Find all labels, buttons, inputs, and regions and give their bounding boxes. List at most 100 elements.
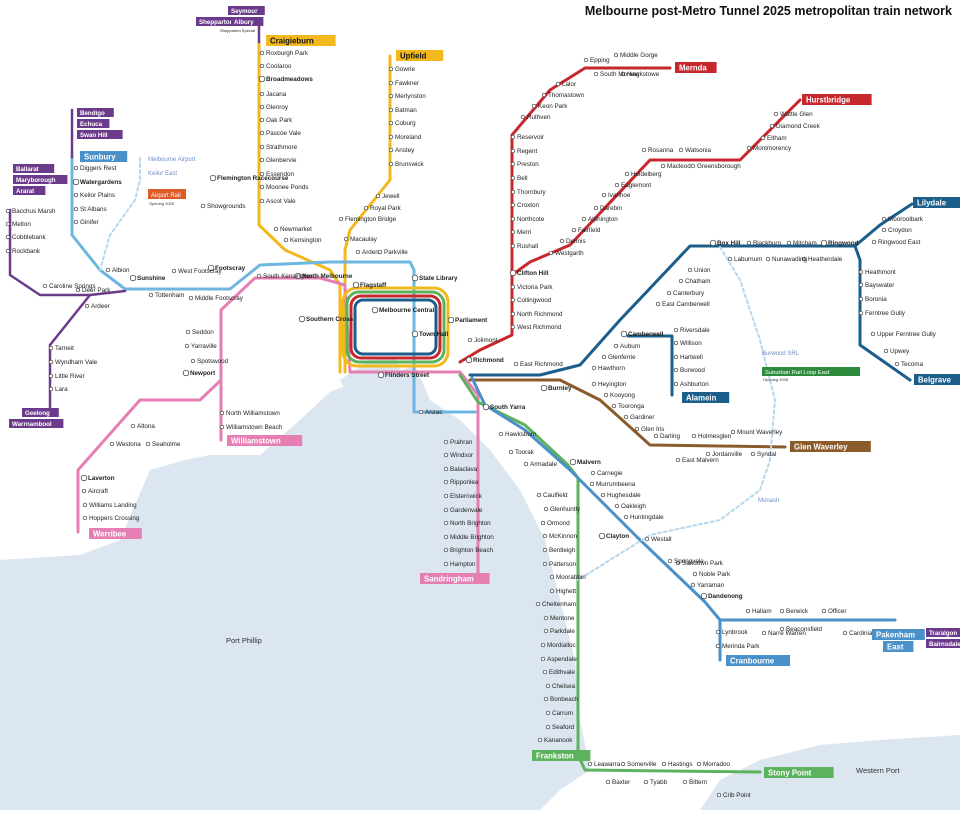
station-marker-seaholme <box>145 441 151 447</box>
station-marker-coolaroo <box>259 63 265 69</box>
route-label-sunbury: Sunbury <box>80 151 128 162</box>
station-label-glenroy: Glenroy <box>266 104 289 111</box>
station-marker-oakleigh <box>614 503 620 509</box>
station-marker-huntingdale <box>623 514 629 520</box>
station-marker-footscray <box>207 264 215 272</box>
station-label-eaglemont: Eaglemont <box>621 182 651 189</box>
station-marker-anzac <box>418 409 424 415</box>
station-label-hawthorn: Hawthorn <box>598 365 625 372</box>
station-marker-flemington-bridge <box>338 216 344 222</box>
station-marker-chelsea <box>545 683 551 689</box>
station-label-heathmont: Heathmont <box>865 269 896 276</box>
station-marker-hampton <box>443 561 449 567</box>
craigieburn-line <box>257 40 342 374</box>
station-label-ripponlea: Ripponlea <box>450 479 479 486</box>
station-label-hartwell: Hartwell <box>680 354 703 361</box>
station-label-holmesglen: Holmesglen <box>698 433 732 440</box>
station-label-parkville: Parkville <box>384 249 408 256</box>
station-label-keilor-plains: Keilor Plains <box>80 192 115 199</box>
station-label-beaconsfield: Beaconsfield <box>786 626 823 633</box>
route-label-text: Mernda <box>679 64 707 73</box>
station-label-royal-park: Royal Park <box>370 205 402 212</box>
route-label-text: Werribee <box>93 530 127 539</box>
mernda-line <box>458 66 672 364</box>
port-phillip-label: Port Phillip <box>226 636 262 645</box>
station-marker-hawthorn <box>591 365 597 371</box>
station-marker-deer-park <box>75 287 81 293</box>
station-label-newport: Newport <box>190 370 216 377</box>
station-label-melbourne-central: Melbourne Central <box>379 307 435 314</box>
station-marker-cardinia-park <box>842 630 848 636</box>
station-marker-carnegie <box>590 470 596 476</box>
station-label-west-footscray: West Footscray <box>178 268 222 275</box>
station-label-camberwell: Camberwell <box>628 331 664 338</box>
station-label-carnegie: Carnegie <box>597 470 623 477</box>
station-marker-cobblebank <box>5 234 11 240</box>
station-marker-ringwood <box>820 239 828 247</box>
station-marker-wyndham-vale <box>48 359 54 365</box>
city-loop-ring-4 <box>353 298 438 356</box>
station-marker-parkdale <box>543 628 549 634</box>
station-marker-flemington-racecourse <box>209 174 217 182</box>
station-marker-rockbank <box>5 248 11 254</box>
station-label-narre-warren: Narre Warren <box>768 630 806 637</box>
sandringham-line <box>348 370 480 580</box>
station-label-wattle-glen: Wattle Glen <box>780 111 813 118</box>
station-label-huntingdale: Huntingdale <box>630 514 664 521</box>
regional-label-geelong: Geelong <box>22 408 59 417</box>
station-marker-caroline-springs <box>42 283 48 289</box>
station-label-malvern: Malvern <box>577 459 601 466</box>
route-label-text: Glen Waverley <box>794 443 848 452</box>
station-label-watergardens: Watergardens <box>80 179 122 186</box>
station-label-sandown-park: Sandown Park <box>682 560 724 567</box>
station-marker-burnley <box>540 384 548 392</box>
station-label-ashburton: Ashburton <box>680 381 709 388</box>
station-marker-croxton <box>510 202 516 208</box>
station-marker-croydon <box>881 227 887 233</box>
station-label-prahran: Prahran <box>450 439 473 446</box>
station-marker-armadale <box>523 461 529 467</box>
station-label-parkdale: Parkdale <box>550 628 575 635</box>
station-marker-moorabbin <box>549 574 555 580</box>
station-label-heyington: Heyington <box>598 381 627 388</box>
station-label-south-yarra: South Yarra <box>490 404 526 411</box>
station-label-carrum: Carrum <box>552 710 573 717</box>
station-marker-diggers-rest <box>73 165 79 171</box>
route-label-stony_point: Stony Point <box>764 767 834 778</box>
station-marker-rushall <box>510 243 516 249</box>
station-marker-gowrie <box>388 66 394 72</box>
station-marker-montmorency <box>746 145 752 151</box>
station-marker-heidelberg <box>624 171 630 177</box>
station-marker-prahran <box>443 439 449 445</box>
station-marker-west-footscray <box>171 268 177 274</box>
station-marker-ascot-vale <box>259 198 265 204</box>
station-label-aircraft: Aircraft <box>88 488 108 495</box>
station-label-burwood: Burwood <box>680 367 705 374</box>
station-marker-oak-park <box>259 117 265 123</box>
station-label-murrumbeena: Murrumbeena <box>596 481 636 488</box>
station-marker-hastings <box>661 761 667 767</box>
station-label-clifton-hill: Clifton Hill <box>517 270 549 277</box>
station-marker-merri <box>510 229 516 235</box>
station-marker-williams-landing <box>82 502 88 508</box>
station-marker-merinda-park <box>715 643 721 649</box>
station-marker-mitcham <box>786 240 792 246</box>
station-marker-morradoo <box>696 761 702 767</box>
station-label-ringwood-east: Ringwood East <box>878 239 921 246</box>
station-label-mckinnon: McKinnon <box>549 533 577 540</box>
station-marker-ashburton <box>673 381 679 387</box>
station-marker-heyington <box>591 381 597 387</box>
route-label-upfield: Upfield <box>396 50 444 61</box>
station-label-roxburgh-park: Roxburgh Park <box>266 50 309 57</box>
station-marker-coburg <box>388 120 394 126</box>
station-marker-parkville <box>377 249 383 255</box>
station-label-seaholme: Seaholme <box>152 441 181 448</box>
station-label-union: Union <box>694 267 711 274</box>
station-marker-ripponlea <box>443 479 449 485</box>
station-label-anstey: Anstey <box>395 147 415 154</box>
station-label-coolaroo: Coolaroo <box>266 63 292 70</box>
regional-label-maryborough: Maryborough <box>13 175 68 184</box>
station-marker-diamond-creek <box>769 123 775 129</box>
station-label-middle-gorge: Middle Gorge <box>620 52 658 59</box>
station-marker-rosanna <box>641 147 647 153</box>
